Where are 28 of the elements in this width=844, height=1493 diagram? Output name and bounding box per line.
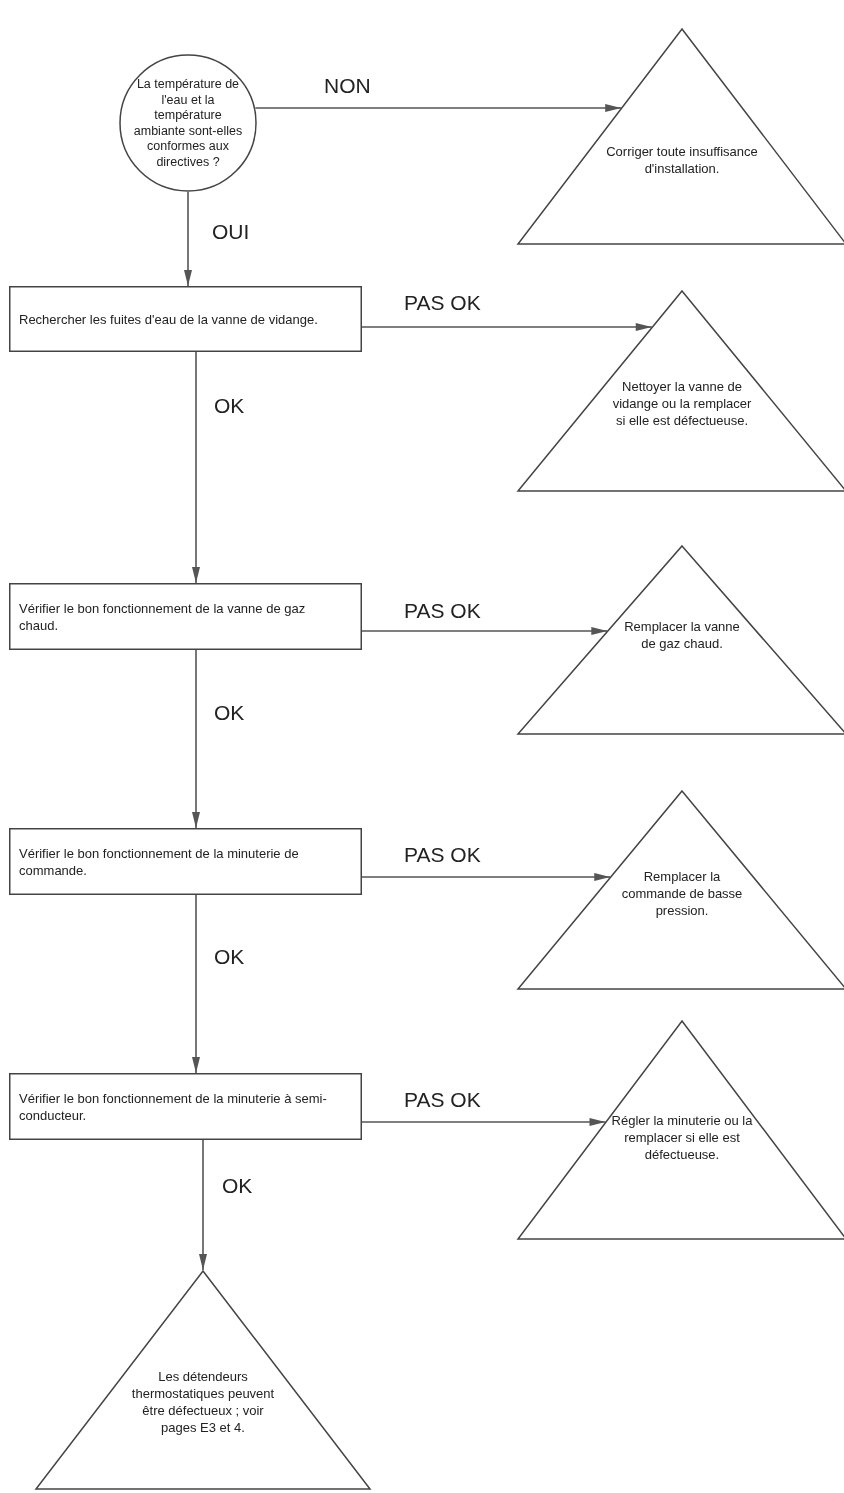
arrow [184,191,192,287]
check-box [9,828,362,895]
arrow [192,351,200,584]
result-triangle [517,290,844,492]
node-text: Rechercher les fuites d'eau de la vanne de vidange. [19,310,319,328]
node-text: Corriger toute insuffisance d'installation. [605,143,759,177]
result-triangle [517,1020,844,1240]
node-text: Vérifier le bon fonctionnement de la minuterie de commande. [19,844,300,879]
node-text: Vérifier le bon fonctionnement de la minuterie à semi-conducteur. [19,1089,328,1124]
arrow [192,894,200,1074]
check-box [9,286,362,352]
node-text: Régler la minuterie ou la remplacer si elle est défectueuse. [610,1112,754,1163]
result-triangle [35,1270,371,1490]
node-text: Remplacer la commande de basse pression. [620,868,744,919]
decision-circle [119,54,257,192]
check-box [9,583,362,650]
node-text: Nettoyer la vanne de vidange ou la remplacer si elle est défectueuse. [611,378,753,429]
result-triangle [517,28,844,245]
check-box [9,1073,362,1140]
result-triangle [517,790,844,990]
arrow [361,323,653,331]
node-text: Remplacer la vanne de gaz chaud. [623,618,741,652]
node-text: Les détendeurs thermostatiques peuvent être défectueux ; voir pages E3 et 4. [130,1368,276,1436]
arrow [199,1139,207,1271]
result-triangle [517,545,844,735]
node-text: Vérifier le bon fonctionnement de la vanne de gaz chaud. [19,599,307,634]
node-text: La température de l'eau et la température ambiante sont-elles conformes aux directives ? [132,76,244,170]
arrow [192,649,200,829]
